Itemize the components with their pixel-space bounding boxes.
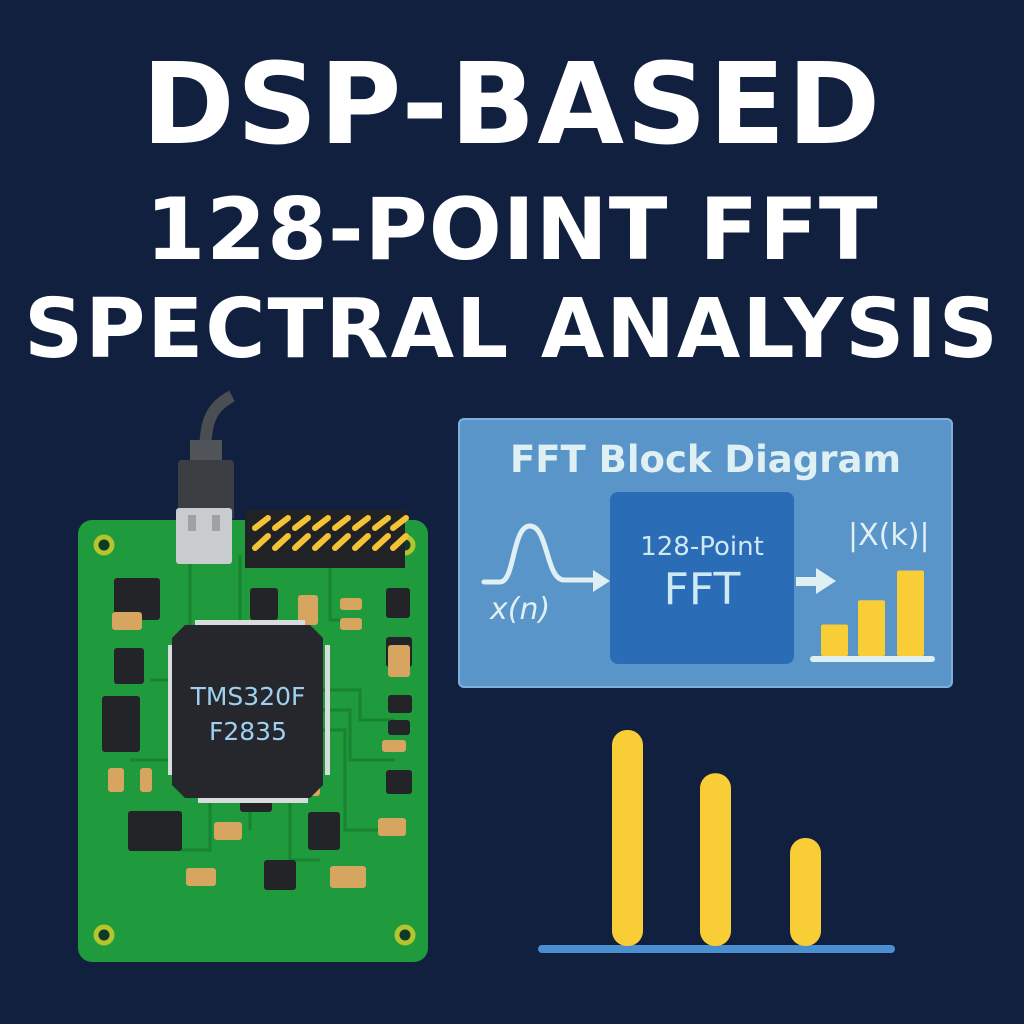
- output-bar: [897, 570, 924, 656]
- block-diagram-graphics: [481, 523, 935, 662]
- output-bar: [821, 624, 848, 656]
- capacitors: [108, 595, 410, 888]
- output-arrow-shaft: [796, 577, 818, 586]
- header-pins: [252, 515, 409, 551]
- spectrum-bar: [700, 773, 731, 946]
- chip-pins: [168, 620, 330, 803]
- fft-block-line1: 128-Point: [640, 532, 764, 562]
- output-label: |X(k)|: [848, 518, 930, 553]
- output-arrow-icon: [816, 568, 836, 594]
- chip-label-line2: F2835: [209, 717, 287, 746]
- usb-connector: [176, 508, 232, 564]
- pcb-traces: [130, 555, 395, 862]
- output-bar: [858, 600, 885, 656]
- title-line-1: DSP-BASED: [141, 40, 883, 170]
- title-line-2: 128-POINT FFT: [145, 180, 879, 280]
- spectrum-bars: [612, 730, 821, 946]
- panel-title: FFT Block Diagram: [509, 438, 901, 481]
- output-bars: [821, 570, 924, 656]
- fft-block: 128-Point FFT: [610, 492, 794, 664]
- spectrum-baseline: [538, 945, 895, 953]
- spectrum-bar: [612, 730, 643, 946]
- fft-block-diagram-panel: FFT Block Diagram 128-Point FFT x(n) |X(…: [458, 418, 953, 688]
- spectrum-bar: [790, 838, 821, 946]
- output-baseline: [810, 656, 935, 662]
- input-label: x(n): [490, 592, 551, 627]
- input-arrow-icon: [593, 570, 610, 592]
- usb-plug: [178, 460, 234, 520]
- dsp-chip: [172, 625, 323, 798]
- fft-block-line2: FFT: [663, 564, 741, 615]
- title-line-3: SPECTRAL ANALYSIS: [24, 282, 1000, 377]
- chip-label-line1: TMS320F: [190, 682, 306, 711]
- input-signal-pulse: [481, 523, 598, 585]
